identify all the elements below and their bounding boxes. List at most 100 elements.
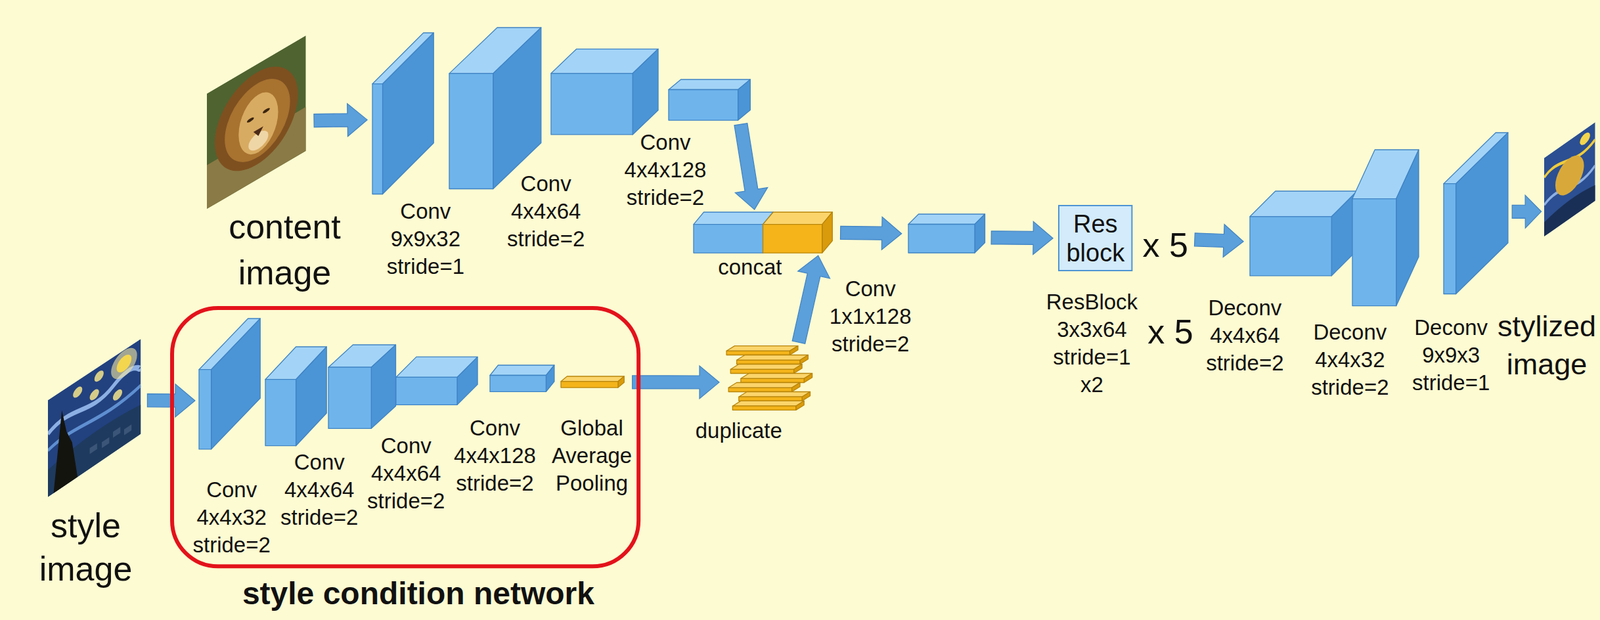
repeat-label: x 5: [1142, 225, 1189, 265]
conv-block-shape: [265, 346, 327, 446]
block-front: [372, 83, 383, 194]
layer-label: content image: [228, 203, 341, 296]
block-side: [789, 346, 798, 356]
block-front: [738, 396, 802, 401]
block-name: Res block: [1066, 209, 1125, 268]
picture-content: [47, 338, 141, 498]
block-side: [737, 79, 751, 121]
block-front: [1443, 183, 1457, 295]
block-front: [265, 379, 297, 446]
conv-block: Conv 1x1x128 stride=2: [908, 214, 986, 253]
lion-eye: [246, 116, 255, 124]
stylized-hills: [1544, 182, 1596, 238]
style-image-shape: [47, 338, 141, 498]
block-front: [1352, 199, 1397, 307]
deconv-block: Deconv 9x9x3 stride=1: [1443, 132, 1509, 295]
lion-muzzle: [248, 126, 269, 155]
block-side: [1456, 132, 1509, 294]
layer-label: concat: [717, 253, 782, 282]
deconv-block-shape: [1352, 149, 1419, 307]
deconv-block-shape: [1443, 132, 1509, 294]
block-front: [728, 387, 792, 392]
block-top: [740, 373, 813, 379]
block-side: [295, 346, 327, 446]
conv-block-shape: [908, 214, 986, 253]
conv-block-shape: [199, 318, 261, 450]
painting-house: [89, 443, 98, 454]
block-top: [668, 79, 751, 90]
res-block: Res blockResBlock 3x3x64 stride=1 x2: [1058, 204, 1133, 272]
block-side: [796, 400, 804, 410]
layer-label: Conv 4x4x128 stride=2: [453, 414, 536, 498]
painting-cypress: [53, 400, 79, 494]
painting-star: [72, 384, 83, 400]
lion-mane: [225, 64, 291, 177]
stylized-image-shape: [1544, 122, 1596, 237]
conv-block: Conv 4x4x128 stride=2: [668, 79, 751, 121]
block-top: [726, 346, 799, 352]
stylized-image: stylized image: [1544, 122, 1596, 237]
flow-arrow: [313, 103, 368, 137]
layer-label: Global Average Pooling: [551, 414, 632, 498]
style-image: style image: [47, 338, 141, 498]
block-front: [730, 369, 794, 374]
feature-map: [396, 356, 478, 405]
picture: [47, 338, 141, 498]
concat-block-shape: [693, 212, 833, 253]
block-front: [328, 367, 372, 429]
layer-label: Deconv 9x9x3 stride=1: [1412, 313, 1490, 397]
stylized-moon: [1579, 130, 1591, 148]
repeat-label: x 5: [1147, 311, 1193, 352]
block-front: [551, 73, 633, 135]
layer-label: duplicate: [695, 417, 783, 445]
layer-label: Conv 4x4x32 stride=2: [193, 476, 271, 559]
layer-label: Deconv 4x4x64 stride=2: [1205, 294, 1284, 378]
feature-map: [551, 49, 659, 135]
layer-label: Conv 1x1x128 stride=2: [829, 275, 912, 358]
block-top: [489, 365, 555, 376]
block-top: [728, 382, 800, 389]
block-front: [732, 405, 796, 410]
flow-arrow: [792, 255, 830, 344]
block-top: [908, 214, 985, 224]
painting-house: [124, 424, 132, 435]
concat-block: concat: [693, 212, 833, 253]
block-side: [457, 356, 478, 405]
block-front: [396, 377, 458, 405]
block-front: [449, 73, 494, 190]
block-side: [618, 376, 624, 388]
block-side: [803, 373, 812, 383]
picture-content: [1544, 122, 1596, 237]
duplicate-stack-shape: [724, 344, 815, 415]
painting-star: [94, 368, 104, 385]
deconv-block: Deconv 4x4x32 stride=2: [1352, 149, 1419, 307]
block-front: [668, 89, 739, 121]
lion-eye: [262, 107, 270, 115]
block-front: [908, 224, 975, 253]
block-side: [794, 364, 802, 374]
stylized-ground: [1544, 122, 1596, 237]
block-side: [371, 344, 396, 429]
flow-arrow: [1511, 195, 1541, 228]
layer-label: Conv 4x4x128 stride=2: [624, 128, 707, 212]
conv-block: Conv 4x4x32 stride=2: [199, 318, 261, 450]
deconv-block-shape: [1249, 191, 1357, 276]
painting-house: [112, 426, 121, 438]
flow-arrow: [991, 221, 1053, 255]
photo-ground: [206, 35, 307, 209]
block-side: [791, 382, 800, 393]
block-side: [974, 214, 985, 253]
painting-halo: [111, 341, 138, 385]
pooling-block-shape: [560, 376, 624, 388]
conv-block-shape: [668, 79, 751, 121]
block-front: [763, 224, 823, 253]
block-side: [1395, 149, 1419, 307]
block-top: [693, 212, 774, 225]
layer-label: stylized image: [1497, 307, 1597, 384]
block-front: [693, 224, 764, 253]
conv-block-shape: [328, 344, 397, 429]
res-block-outline: [1058, 205, 1132, 271]
block-side: [822, 212, 833, 253]
layer-label: style image: [39, 503, 133, 591]
